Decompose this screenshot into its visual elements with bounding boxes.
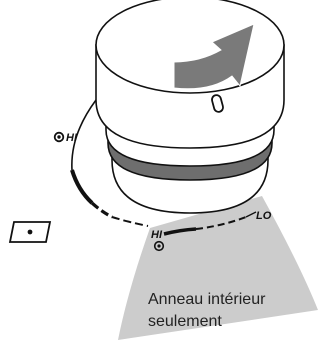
outer-ring-scale xyxy=(70,99,149,227)
inner-ring-symbol-icon xyxy=(153,240,165,252)
inner-hi-label: HI xyxy=(151,229,163,241)
inner-lo-label: LO xyxy=(256,210,272,222)
outer-hi-label: HI xyxy=(66,132,78,144)
burner-symbol-icon xyxy=(8,221,52,243)
outer-hi-marker: HI xyxy=(53,131,78,144)
inner-ring-scale xyxy=(163,211,257,236)
knob xyxy=(95,0,285,214)
knob-pointer-slot xyxy=(211,94,224,113)
ring-symbol-icon xyxy=(53,131,65,143)
note-line-2: seulement xyxy=(148,313,222,330)
note-line-1: Anneau intérieur xyxy=(148,291,266,308)
rotation-arrow-icon xyxy=(173,23,255,90)
